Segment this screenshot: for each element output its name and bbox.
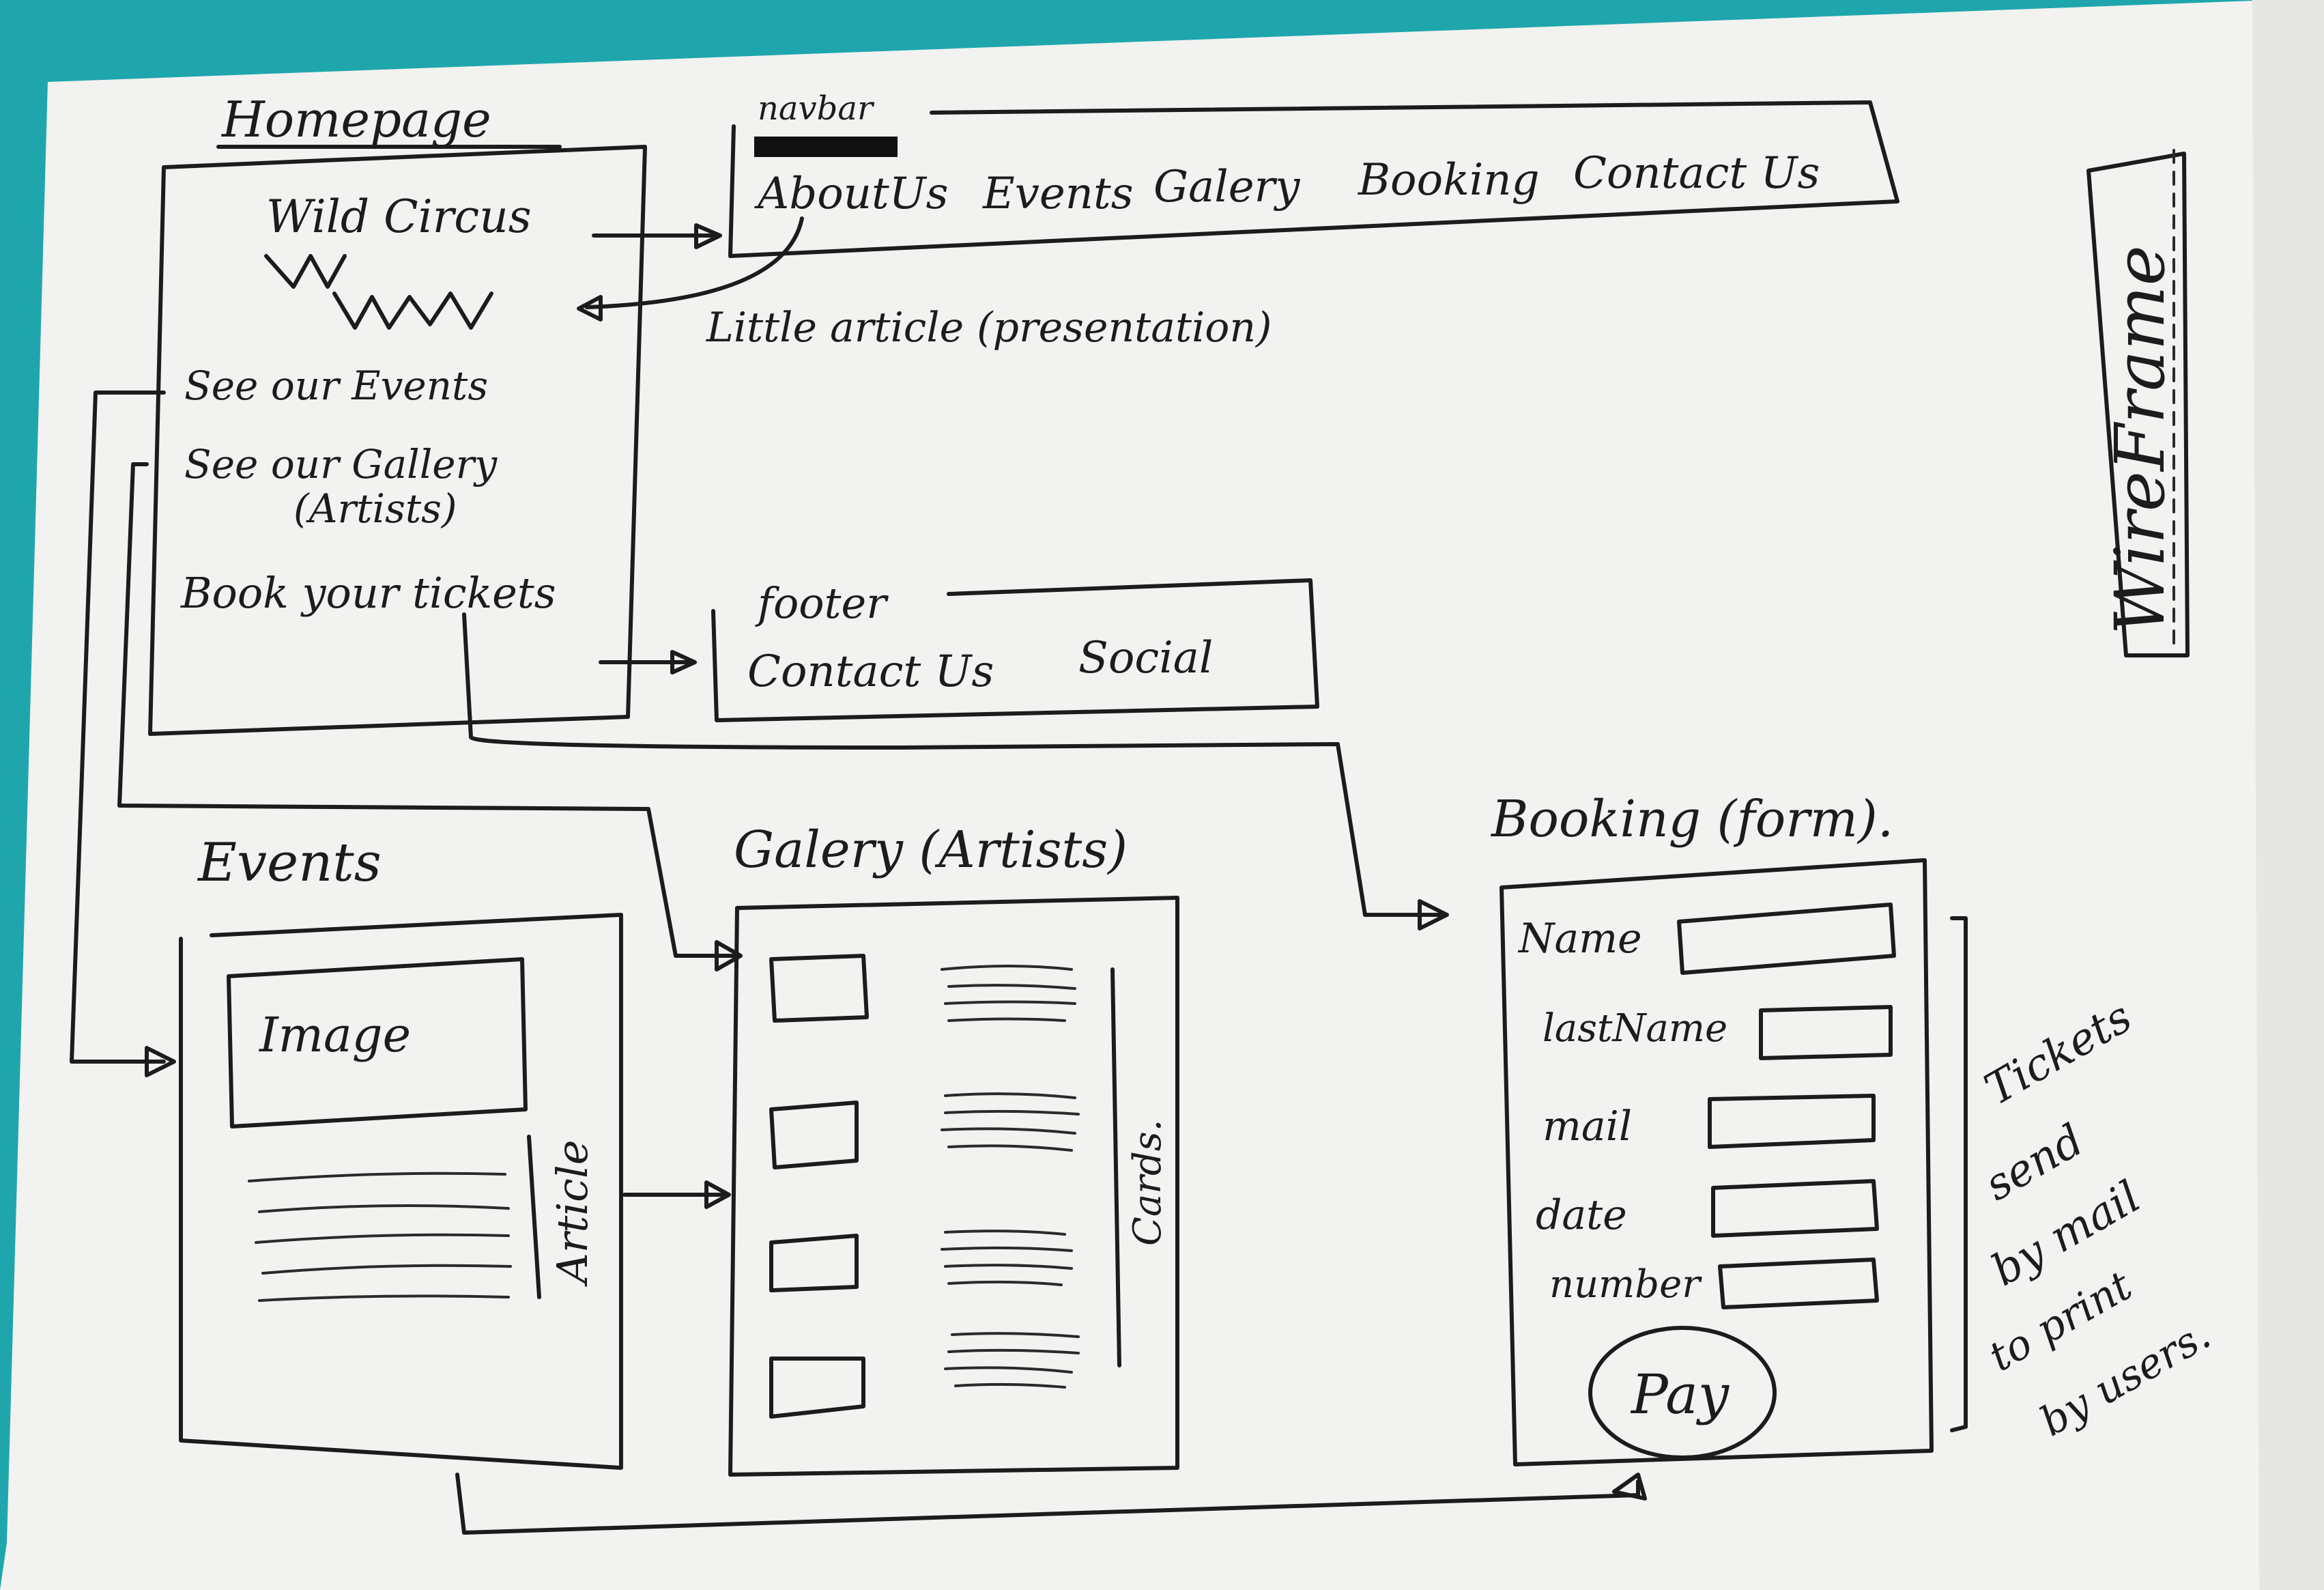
gallery-card[interactable] [769, 1230, 1073, 1292]
nav-item-contact[interactable]: Contact Us [1573, 148, 1820, 199]
field-label-mail: mail [1543, 1103, 1632, 1150]
wireframe-tag-frame [2086, 152, 2190, 657]
link-see-gallery-sub: (Artists) [293, 485, 457, 532]
gallery-card[interactable] [769, 954, 1076, 1023]
events-title: Events [197, 832, 382, 894]
navbar-note: Little article (presentation) [706, 304, 1272, 352]
flow-homepage-to-booking [462, 612, 1442, 917]
article-line [248, 1172, 506, 1182]
card-thumb-icon [769, 1357, 865, 1419]
bunting-decoration-2 [332, 292, 493, 330]
redaction-mark [754, 137, 898, 157]
events-frame [179, 913, 623, 1470]
homepage-brand: Wild Circus [266, 190, 532, 243]
navbar-frame [728, 100, 1899, 258]
gallery-card[interactable] [769, 1332, 1080, 1419]
link-book-tickets[interactable]: Book your tickets [180, 568, 556, 618]
footer-frame [711, 578, 1319, 722]
card-thumb-icon [769, 954, 869, 1023]
flow-homepage-to-gallery [117, 462, 739, 958]
article-bracket [527, 1135, 541, 1299]
card-thumb-icon [769, 1101, 859, 1169]
nav-item-galery[interactable]: Galery [1153, 162, 1300, 212]
nav-item-aboutus[interactable]: AboutUs [754, 169, 948, 219]
field-label-date: date [1536, 1191, 1627, 1239]
link-see-gallery[interactable]: See our Gallery [184, 441, 498, 487]
homepage-title: Homepage [220, 91, 491, 148]
nav-item-events[interactable]: Events [982, 169, 1134, 219]
booking-note-bracket [1950, 916, 1968, 1432]
link-see-events[interactable]: See our Events [184, 363, 488, 409]
gallery-card[interactable] [769, 1092, 1080, 1169]
field-input-mail[interactable] [1708, 1094, 1876, 1149]
booking-title: Booking (form). [1490, 790, 1893, 849]
field-label-lastname: lastName [1543, 1006, 1727, 1051]
flow-homepage-to-events [70, 391, 166, 1064]
gallery-title: Galery (Artists) [734, 821, 1128, 879]
wireframe-tag: WireFrame [2100, 245, 2180, 635]
pay-button[interactable] [1588, 1326, 1777, 1460]
booking-form-frame [1500, 858, 1934, 1466]
footer-item-social[interactable]: Social [1078, 633, 1213, 683]
cards-bracket [1110, 967, 1121, 1367]
field-input-date[interactable] [1711, 1179, 1879, 1238]
field-input-lastname[interactable] [1759, 1005, 1893, 1060]
bunting-decoration [264, 254, 347, 289]
events-image-label: Image [258, 1007, 411, 1063]
events-image-box [227, 957, 528, 1128]
gallery-side-label: Cards. [1125, 1120, 1170, 1246]
homepage-frame [148, 145, 647, 736]
pay-button-label[interactable]: Pay [1630, 1363, 1730, 1426]
events-side-label: Article [547, 1140, 597, 1287]
card-thumb-icon [769, 1234, 859, 1292]
field-label-name: Name [1517, 915, 1642, 963]
flow-events-to-pay [455, 1473, 1640, 1535]
arrow-navbar-to-article [585, 216, 804, 309]
footer-item-contact[interactable]: Contact Us [747, 647, 994, 697]
field-label-number: number [1549, 1262, 1702, 1307]
field-input-name[interactable] [1677, 903, 1896, 975]
gallery-frame [728, 896, 1179, 1477]
navbar-label: navbar [758, 89, 875, 128]
footer-label: footer [755, 578, 889, 628]
field-input-number[interactable] [1718, 1258, 1879, 1309]
nav-item-booking[interactable]: Booking [1358, 155, 1540, 205]
